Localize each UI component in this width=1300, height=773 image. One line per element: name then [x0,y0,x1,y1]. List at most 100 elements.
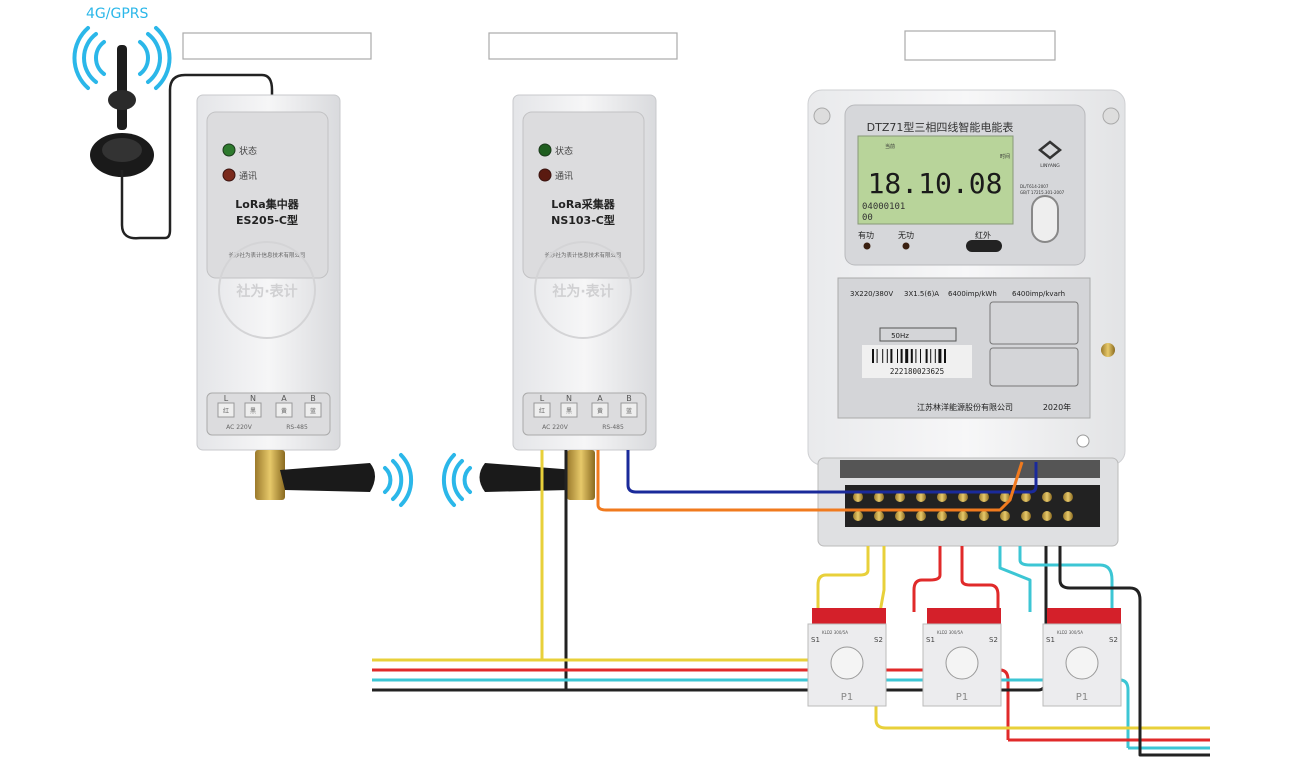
terminal-n: N [250,394,256,403]
signal-waves-icon [383,453,414,507]
device-name: LoRa集中器 [235,197,299,211]
terminal-screw [1063,511,1073,521]
lcd-display [857,135,1014,225]
meter-title: DTZ71型三相四线智能电能表 [867,120,1014,134]
rs485-b-wire [626,450,1038,494]
reactive-label: 无功 [898,230,914,240]
terminal-screw [937,511,947,521]
ct-p1-label: P1 [1076,692,1088,703]
terminal-screw [1063,492,1073,502]
terminal-screw [916,511,926,521]
watermark-text: 社为·表计 [551,283,613,300]
terminal-n: N [566,394,572,403]
standard-2: GB/T 17215.301-2007 [1020,190,1065,195]
status-led-icon [538,143,552,157]
terminal-screw [958,511,968,521]
terminal-l: L [540,394,545,403]
smart-meter: DTZ71型三相四线智能电能表 当前 时间 18.10.08 04000101 … [807,89,1126,547]
lcd-code: 04000101 [862,202,905,212]
page-button[interactable] [1031,195,1059,243]
lcd-value: 18.10.08 [868,167,1003,200]
terminal-screw [958,492,968,502]
status-label: 状态 [555,145,573,157]
terminal-screw [979,511,989,521]
terminal-color-l: 红 [539,407,545,415]
comm-label: 通讯 [555,171,573,182]
terminal-screw [1000,511,1010,521]
caption-box-concentrator [182,32,372,60]
manufacturer: 江苏林洋能源股份有限公司 [917,402,1013,412]
terminal-color-n: 黑 [250,408,256,415]
standard-1: DL/T614-2007 [1020,184,1049,189]
terminal-legend [989,301,1079,345]
company-label: 长沙社为表计信息技术有限公司 [544,251,621,259]
watermark-seal [218,241,316,339]
terminal-color-b: 蓝 [626,407,632,415]
terminal-screw [1021,492,1031,502]
signal-waves-icon [441,453,472,507]
rs485-a-wire [596,450,1024,512]
antenna-connector [567,450,595,500]
terminal-color-b: 蓝 [310,407,316,415]
terminal-screw [895,511,905,521]
watermark-seal [534,241,632,339]
terminal-color-l: 红 [223,407,229,415]
frequency: 50Hz [891,332,909,340]
seal-screw [1101,343,1115,357]
linyang-logo: LINYANG [1037,140,1063,169]
constant-kwh: 6400imp/kWh [948,290,997,298]
comm-led-icon [538,168,552,182]
company-label: 长沙社为表计信息技术有限公司 [228,251,305,259]
ct-s2-label: S2 [989,636,998,644]
terminal-color-a: 黄 [281,407,287,415]
terminal-screw [874,511,884,521]
lora-antenna [479,463,575,492]
serial-number: 222180023625 [890,367,944,376]
lora-collector: 状态 通讯 LoRa采集器 NS103-C型 长沙社为表计信息技术有限公司 社为… [441,94,657,507]
comm-label: 通讯 [239,171,257,182]
ct-s1-label: S1 [926,636,935,644]
ct-s2-label: S2 [874,636,883,644]
constant-kvarh: 6400imp/kvarh [1012,290,1065,298]
device-model: NS103-C型 [551,213,615,227]
lcd-sub: 00 [862,213,873,223]
terminal-screw [1021,511,1031,521]
lora-concentrator: 状态 通讯 LoRa集中器 ES205-C型 长沙社为表计信息技术有限公司 社为… [196,94,414,507]
ct-p1-label: P1 [956,692,968,703]
terminal-screw [874,492,884,502]
gprs-antenna: 4G/GPRS [72,6,274,240]
signal-waves-icon [72,26,172,90]
ct-spec: KLD2 300/5A [937,630,963,635]
svg-text:LINYANG: LINYANG [1040,163,1060,169]
ct-p1-label: P1 [841,692,853,703]
lora-antenna [280,463,375,492]
lcd-label-current: 当前 [885,143,895,150]
terminal-color-n: 黑 [566,408,572,415]
terminal-screw [1042,492,1052,502]
status-led-icon [222,143,236,157]
device-model: ES205-C型 [236,213,298,227]
terminal-screw [979,492,989,502]
terminal-l: L [224,394,229,403]
network-label: 4G/GPRS [86,6,148,22]
comm-led-icon [222,168,236,182]
caption-box-collector [488,32,678,60]
bus-label: RS-485 [286,424,308,431]
antenna-connector [255,450,285,500]
bus-label: RS-485 [602,424,624,431]
terminal-b: B [310,394,316,403]
active-pulse-led [863,242,871,250]
ct-s1-label: S1 [811,636,820,644]
ct-s1-label: S1 [1046,636,1055,644]
terminal-screw [1042,511,1052,521]
terminal-screw [1000,492,1010,502]
terminal-b: B [626,394,632,403]
terminal-screw [853,511,863,521]
power-label: AC 220V [226,424,253,431]
terminal-screw [937,492,947,502]
active-label: 有功 [858,230,874,240]
rated-voltage: 3X220/380V [850,290,893,298]
